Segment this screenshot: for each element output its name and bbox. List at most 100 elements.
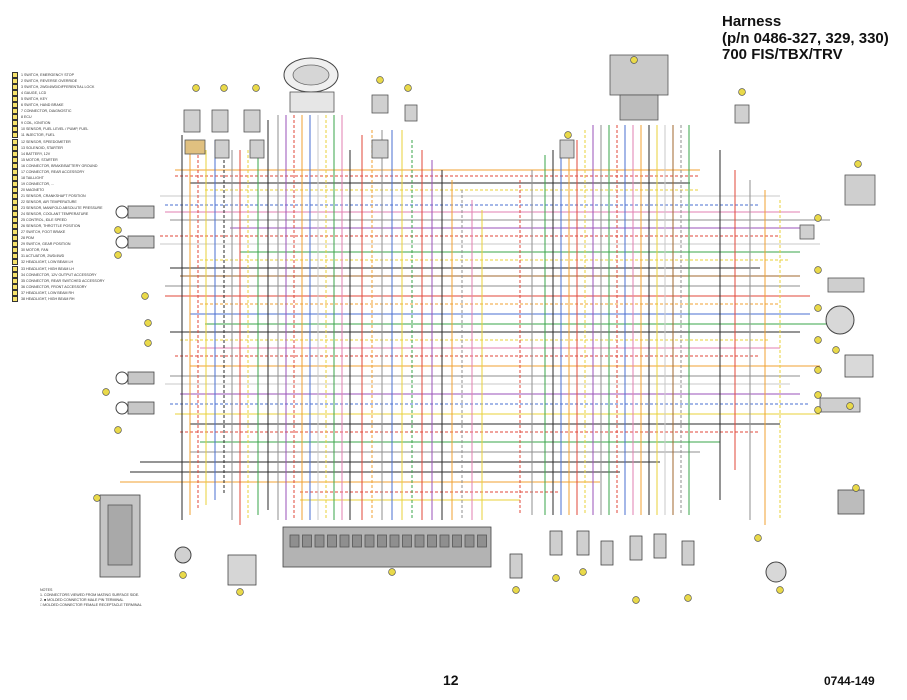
legend-label: 27 SWITCH, FOOT BRAKE <box>21 230 66 235</box>
legend-label: 1 SWITCH, EMERGENCY STOP <box>21 73 74 78</box>
sensor-connector <box>681 540 695 566</box>
taillight <box>765 561 787 583</box>
gauge-face <box>292 64 330 86</box>
component-callout <box>564 131 572 139</box>
legend-label: 6 SWITCH, HAND BRAKE <box>21 103 64 108</box>
legend-marker <box>12 229 18 236</box>
legend-marker <box>12 271 18 278</box>
note-line: 1. CONNECTORS VIEWED FROM MATING SURFACE… <box>40 593 140 597</box>
legend-label: 33 HEADLIGHT, HIGH BEAM LH <box>21 266 74 271</box>
legend-label: 23 SENSOR, MANIFOLD ABSOLUTE PRESSURE <box>21 206 103 211</box>
pdm-fuse <box>439 534 450 548</box>
sensor-connector <box>549 530 563 556</box>
switch-connector <box>183 109 201 133</box>
legend-marker <box>12 223 18 230</box>
legend-marker <box>12 72 18 79</box>
legend-label: 34 CONNECTOR, 12V OUTPUT ACCESSORY <box>21 272 97 277</box>
legend-marker <box>12 78 18 85</box>
note-line: □ MOLDED CONNECTOR FEMALE RECEPTACLE TER… <box>40 603 142 607</box>
legend-item: 8 ECU <box>12 114 98 121</box>
pdm-fuse <box>377 534 387 548</box>
legend-label: 5 SWITCH, KEY <box>21 97 48 102</box>
component-callout <box>632 596 640 604</box>
legend-item: 7 CONNECTOR, DIAGNOSTIC <box>12 108 98 115</box>
legend-label: 17 CONNECTOR, REAR ACCESSORY <box>21 169 85 174</box>
legend-item: 25 CONTROL, IDLE SPEED <box>12 217 98 224</box>
legend-label: 26 SENSOR, THROTTLE POSITION <box>21 224 81 229</box>
legend-label: 4 GAUGE, LCD <box>21 91 47 96</box>
legend-item: 35 CONNECTOR, REAR SWITCHED ACCESSORY <box>12 277 105 284</box>
legend-item: 38 HEADLIGHT, HIGH BEAM RH <box>12 295 98 302</box>
legend-label: 36 CONNECTOR, FRONT ACCESSORY <box>21 284 87 289</box>
note-line: NOTES <box>40 588 53 592</box>
legend-label: 20 MAGNETO <box>21 187 45 192</box>
component-callout <box>102 388 110 396</box>
legend-marker <box>12 102 18 109</box>
component-callout <box>141 292 149 300</box>
callout-layer <box>93 56 862 604</box>
legend-item: 36 CONNECTOR, FRONT ACCESSORY <box>12 283 98 290</box>
starter-motor <box>819 397 861 413</box>
component-callout <box>814 214 822 222</box>
component-layer <box>99 54 876 586</box>
diagnostic-connector <box>371 139 389 159</box>
legend-marker <box>12 192 18 199</box>
legend-marker <box>12 144 18 151</box>
pdm-fuse <box>339 534 350 548</box>
hand-brake-switch <box>404 104 418 122</box>
legend-item: 34 CONNECTOR, 12V OUTPUT ACCESSORY <box>12 271 98 278</box>
legend-item: 13 SOLENOID, STARTER <box>12 144 98 151</box>
headlight-connector <box>127 371 155 385</box>
component-callout <box>388 568 396 576</box>
note-line: 2. ■ MOLDED CONNECTOR MALE PIN TERMINAL <box>40 598 124 602</box>
legend-marker <box>12 150 18 157</box>
pdm-fuse <box>289 534 300 548</box>
speed-sensor <box>827 277 865 293</box>
component-callout <box>114 426 122 434</box>
component-callout <box>814 266 822 274</box>
wire-layer <box>120 115 830 525</box>
component-callout <box>832 346 840 354</box>
legend-label: 24 SENSOR, COOLANT TEMPERATURE <box>21 212 89 217</box>
legend-label: 37 HEADLIGHT, LOW BEAM RH <box>21 290 74 295</box>
document-code: 0744-149 <box>824 674 875 688</box>
component-callout <box>144 319 152 327</box>
component-callout <box>630 56 638 64</box>
sensor-connector <box>576 530 590 556</box>
component-callout <box>376 76 384 84</box>
legend-marker <box>12 96 18 103</box>
legend-item: 3 SWITCH, 2WD/4WD/DIFFERENTIAL LOCK <box>12 84 98 91</box>
legend-marker <box>12 259 18 266</box>
component-callout <box>252 84 260 92</box>
pdm-fuse <box>364 534 375 548</box>
component-callout <box>814 391 822 399</box>
legend-marker <box>12 180 18 187</box>
legend-marker <box>12 174 18 181</box>
pdm-fuse <box>327 534 337 548</box>
component-callout <box>192 84 200 92</box>
legend-label: 19 CONNECTOR, ... <box>21 181 55 186</box>
legend-label: 31 ACTUATOR, 2WD/4WD <box>21 254 65 259</box>
legend-item: 9 COIL, IGNITION <box>12 120 98 127</box>
legend-label: 35 CONNECTOR, REAR SWITCHED ACCESSORY <box>21 278 105 283</box>
sensor-connector <box>653 533 667 559</box>
legend-item: 18 TAILLIGHT <box>12 174 98 181</box>
legend-item: 28 PDM <box>12 235 98 242</box>
ecu-module <box>609 54 669 96</box>
pdm-fuse <box>402 534 412 548</box>
legend-marker <box>12 108 18 115</box>
legend-item: 5 SWITCH, KEY <box>12 96 98 103</box>
ecu-connector <box>619 94 659 121</box>
rear-accessory <box>837 489 865 515</box>
legend-label: 3 SWITCH, 2WD/4WD/DIFFERENTIAL LOCK <box>21 85 95 90</box>
gear-position-switch <box>227 554 257 586</box>
legend-item: 20 MAGNETO <box>12 186 98 193</box>
legend-marker <box>12 132 18 139</box>
starter-solenoid <box>825 305 855 335</box>
connector-block <box>184 139 206 155</box>
switch-connector <box>243 109 261 133</box>
legend-marker <box>12 199 18 205</box>
component-callout <box>512 586 520 594</box>
